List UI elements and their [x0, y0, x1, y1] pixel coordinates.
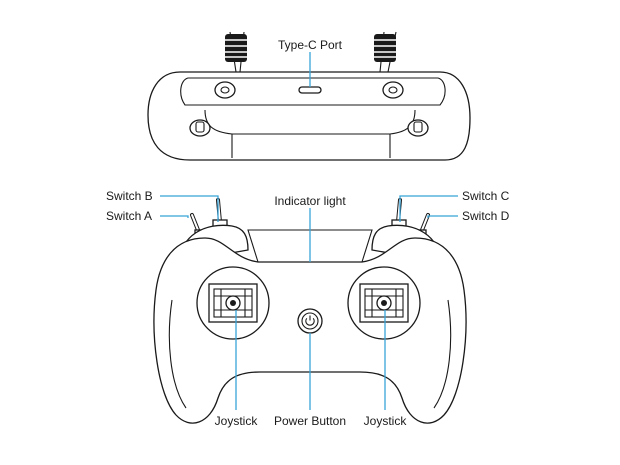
- switch-a-leader: [160, 215, 189, 218]
- switch-c-leader: [399, 195, 458, 222]
- switch-b-label: Switch B: [106, 189, 153, 203]
- power-button: [297, 308, 323, 334]
- top-left-dial: [214, 81, 236, 99]
- power-icon: [305, 317, 315, 326]
- type-c-port-label: Type-C Port: [278, 38, 343, 52]
- right-joystick-label: Joystick: [364, 414, 408, 428]
- switch-c-label: Switch C: [462, 189, 510, 203]
- top-right-dial: [382, 81, 404, 99]
- type-c-port: [298, 86, 322, 94]
- power-button-label: Power Button: [274, 414, 346, 428]
- top-view-body: [147, 71, 471, 161]
- switch-c-lever: [391, 198, 407, 229]
- left-joystick: [196, 266, 270, 340]
- controller-top-view: [147, 31, 471, 161]
- left-joystick-label: Joystick: [215, 414, 259, 428]
- switch-a-label: Switch A: [106, 209, 152, 223]
- leader-lines: [160, 195, 458, 410]
- top-right-switch: [407, 119, 429, 137]
- top-left-switch: [189, 119, 211, 137]
- switch-b-leader: [160, 195, 219, 222]
- indicator-light-label: Indicator light: [274, 194, 346, 208]
- switch-d-leader: [427, 215, 458, 218]
- top-right-knob: [374, 31, 397, 73]
- switch-b-lever: [212, 198, 228, 229]
- switch-d-label: Switch D: [462, 209, 510, 223]
- top-left-knob: [225, 31, 247, 73]
- right-joystick: [347, 266, 421, 340]
- controller-front-view: [153, 198, 467, 424]
